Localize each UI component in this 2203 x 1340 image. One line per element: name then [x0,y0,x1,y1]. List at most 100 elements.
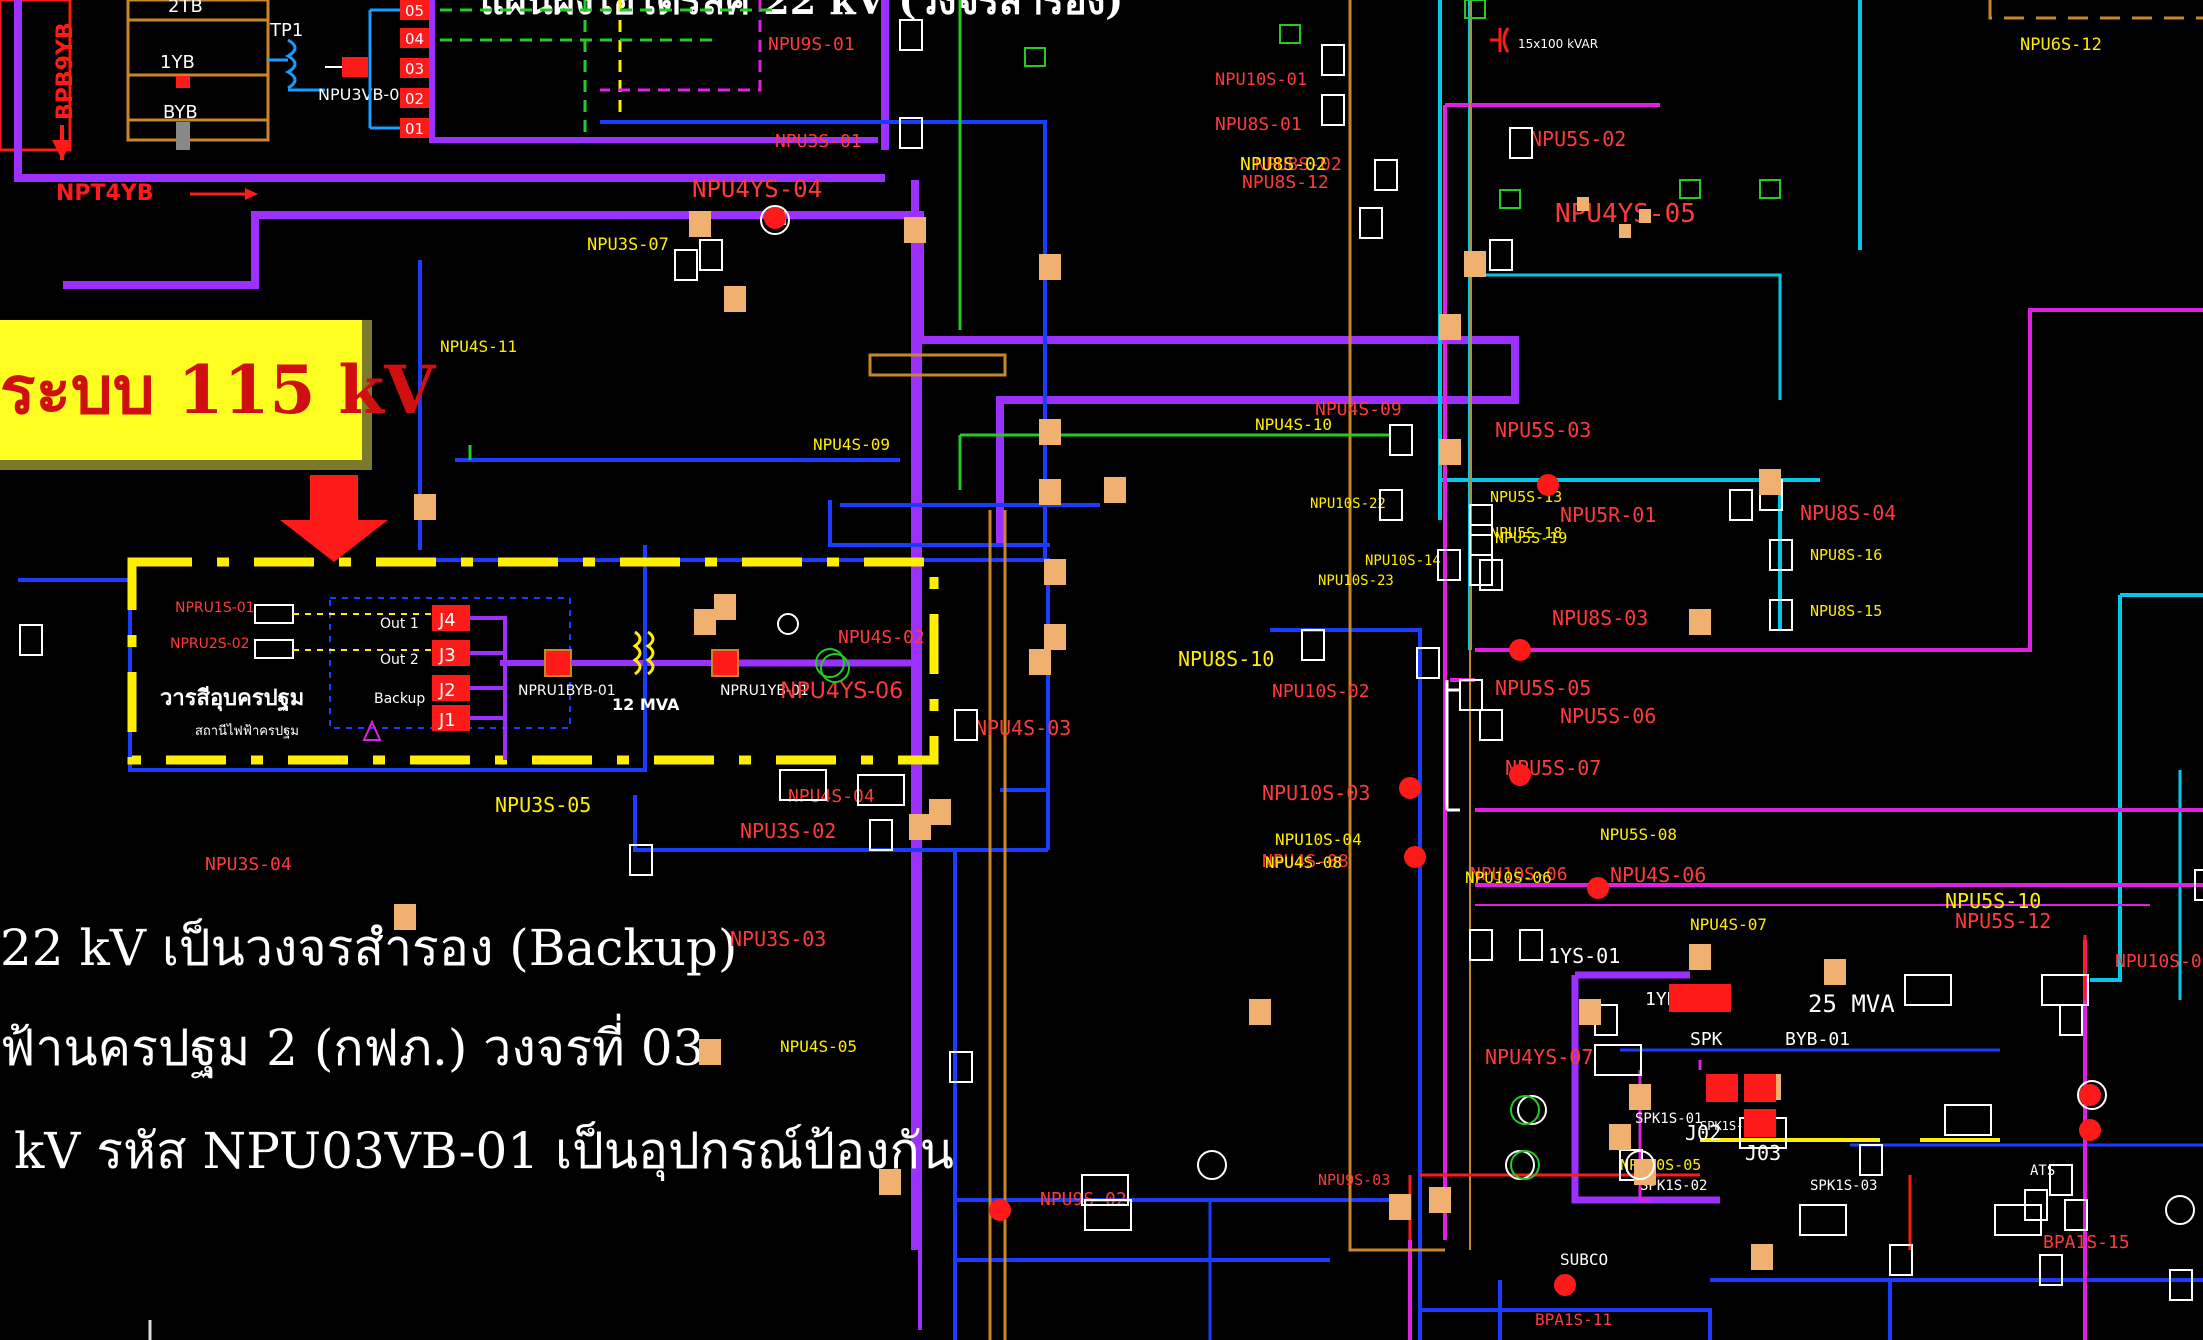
red-label-21: NPU3S-04 [205,854,292,875]
feeder-05: 05 [405,2,424,20]
feeder-01: 01 [405,120,424,138]
switch-symbol [1889,1244,1913,1276]
white-label-12: ATS [2030,1163,2055,1179]
switch-symbol [1769,599,1793,631]
device-box [1044,559,1066,585]
device-box [1689,944,1711,970]
switch-symbol [1489,239,1513,271]
bpb-vertical-label: BPB9YB [53,22,78,120]
yellow-label-6: NPU4S-11 [440,337,517,356]
switch-symbol [1374,159,1398,191]
device-box [694,609,716,635]
callout-arrow [280,475,388,562]
device-box [724,286,746,312]
breaker-dot [1587,877,1609,899]
device-box [1751,1244,1773,1270]
npt4yb-label: NPT4YB [56,181,154,206]
substation-sub-name: สถานีไฟฟ้าครปฐม [195,723,299,739]
motor-symbol [1625,1150,1655,1180]
white-label-2: SPK [1690,1029,1723,1050]
red-label-34: NPU8S-02 [1255,154,1342,175]
device-box [909,814,931,840]
tx-block [1744,1109,1776,1137]
red-label-23: NPU3S-03 [730,927,826,951]
red-label-32: BPA1S-11 [1535,1310,1612,1329]
switch-symbol [2169,1269,2193,1301]
switch-symbol [1759,179,1781,199]
device-box [1039,254,1061,280]
feeder-03: 03 [405,60,424,78]
switch-symbol [1859,1144,1883,1176]
breaker-dot [1509,639,1531,661]
switch-symbol [1359,207,1383,239]
yellow-label-23: NPU10S-05 [1620,1156,1701,1174]
switch-symbol [1769,539,1793,571]
wiring [14,0,2203,1340]
bus-1yb: 1YB [160,52,195,73]
breaker-dot [2079,1084,2101,1106]
panel-symbol [2041,974,2089,1006]
panel-symbol [857,774,905,806]
panel-symbol [1904,974,1952,1006]
panel-symbol [1084,1199,1132,1231]
red-label-17: NPU4S-08 [1262,851,1349,872]
white-label-3: BYB-01 [1785,1029,1850,1050]
switch-symbol [949,1051,973,1083]
feeder-boxes: 05 04 03 02 01 [368,0,432,138]
switch-symbol [1469,929,1493,961]
red-label-19: NPU5S-12 [1955,909,2051,933]
breaker-dot [1554,1274,1576,1296]
red-label-22: NPU3S-02 [740,819,836,843]
diagram-title: แผนผังไฮโดรลิค 22 kV (วงจรสำรอง) [480,0,1123,23]
ab-symbol [1510,1150,1540,1180]
bus-byb: BYB [163,102,198,123]
breaker-dot [764,207,786,229]
jumper-group: J4 J3 J2 J1 [432,605,507,760]
switch-symbol [1499,189,1521,209]
white-label-0: 1YS-01 [1548,944,1620,968]
breaker-dot [1404,846,1426,868]
switch-symbol [954,709,978,741]
switch-symbol [1464,0,1486,19]
switch-symbol [1321,44,1345,76]
switch-symbol [899,117,923,149]
switch-symbol [2194,869,2203,901]
jumper-j2: J2 [438,680,456,701]
yellow-label-21: NPU10S-04 [1275,830,1362,849]
red-label-11: NPU8S-03 [1552,606,1648,630]
switch-symbol [1437,549,1461,581]
white-label-7: SPK1S-01 [1635,1111,1702,1127]
switch-symbol [19,624,43,656]
switch-symbol [1729,489,1753,521]
yellow-label-16: NPU5S-18 [1490,524,1562,542]
panel-symbol [779,769,827,801]
red-label-5: NPU5S-02 [1530,127,1626,151]
device-box [929,799,951,825]
yellow-label-10: NPU4S-05 [780,1037,857,1056]
white-label-11: SUBCO [1560,1250,1608,1269]
motor-symbol [2165,1195,2195,1225]
yellow-label-9: NPU3S-05 [495,793,591,817]
panel-symbol [1944,1104,1992,1136]
red-label-14: NPU5S-06 [1560,704,1656,728]
switch-symbol [899,19,923,51]
left-top-panel: BPB9YB 2TB 1YB BYB TP1 NPU3VB-01 05 04 0… [0,0,432,206]
white-label-9: SPK1S-03 [1810,1178,1877,1194]
switch-symbol [1279,24,1301,44]
yellow-label-12: NPU8S-10 [1178,647,1274,671]
transformer-label: 12 MVA [612,695,680,714]
device-box [1249,999,1271,1025]
switch-symbol [1519,929,1543,961]
panel-symbol [1594,1044,1642,1076]
npu-bv-label: NPU3VB-01 [318,85,410,104]
device-box [1439,439,1461,465]
substation-name: วารสีอุบครปฐม [160,686,304,712]
switch-symbol [869,819,893,851]
breaker-dot [1537,474,1559,496]
breaker-dot [989,1199,1011,1221]
red-label-33: NPU4S-09 [1315,399,1402,420]
line-backup: Backup [374,691,425,707]
device-box [1039,419,1061,445]
notes: 22 kV เป็นวงจรสำรอง (Backup) ฟ้านครปฐม 2… [0,918,954,1181]
